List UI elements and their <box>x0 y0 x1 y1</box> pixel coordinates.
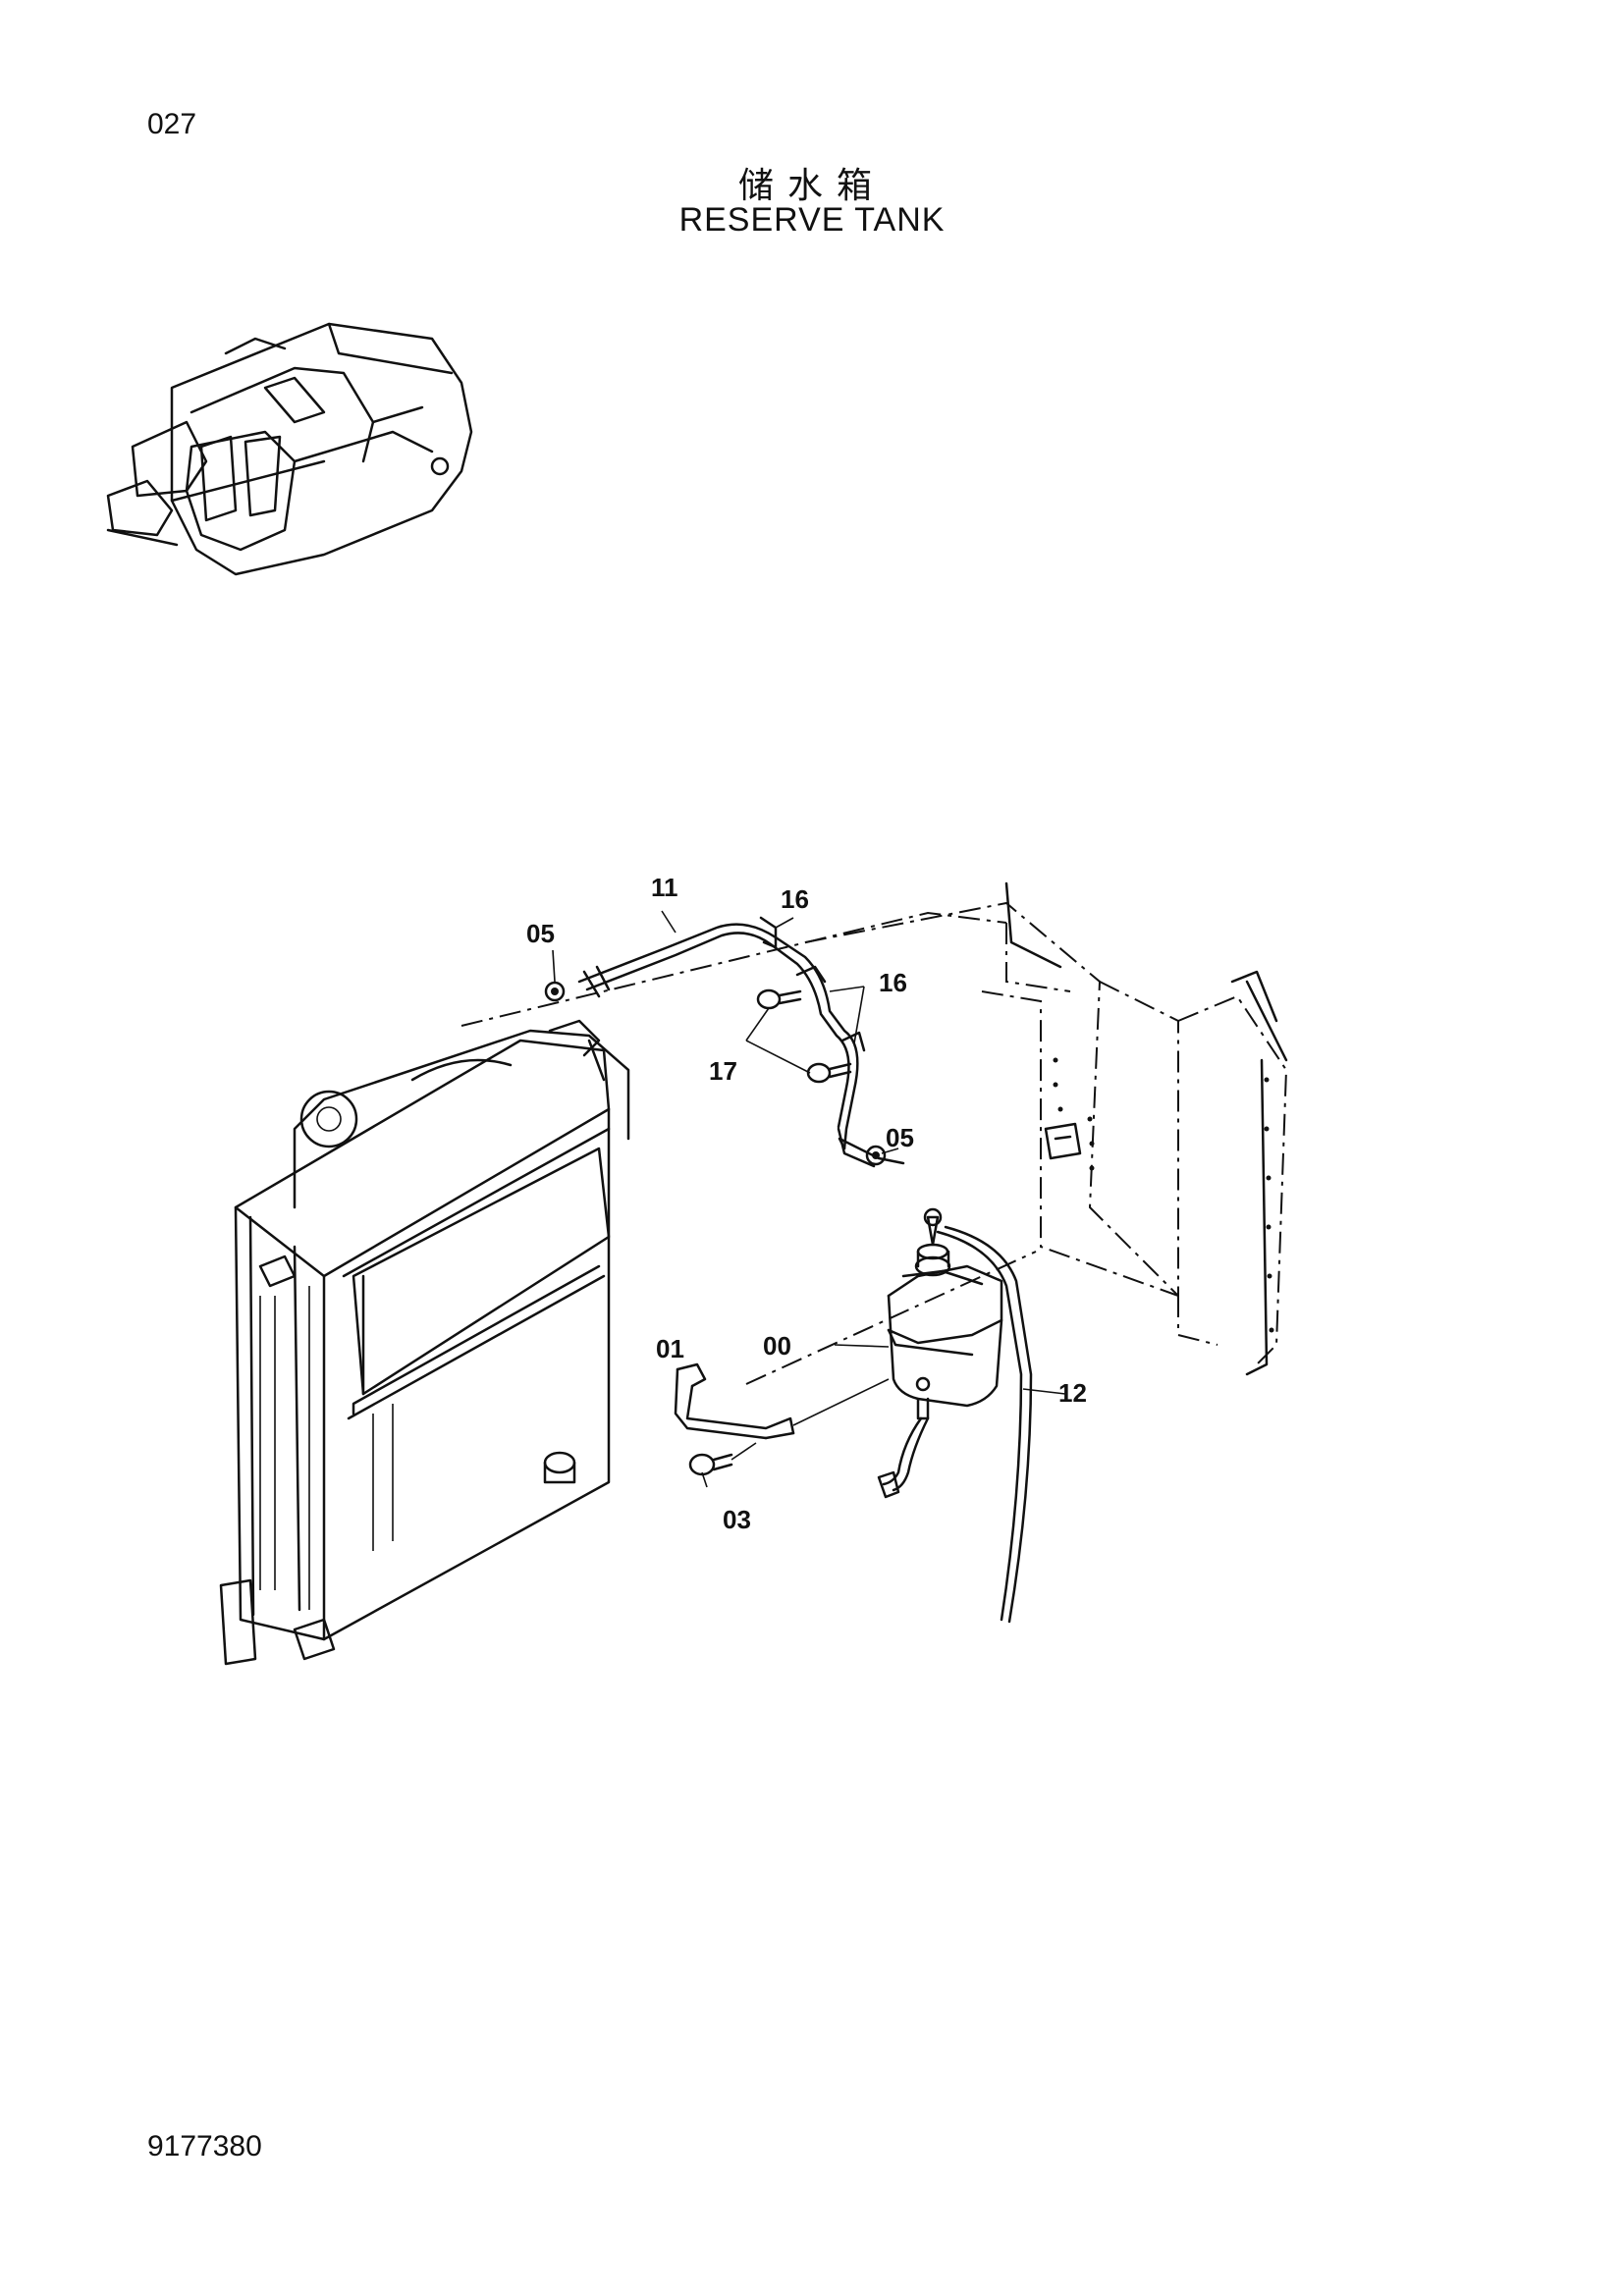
leader-lines <box>552 910 1066 1488</box>
callout-16-upper: 16 <box>781 884 809 914</box>
excavator-overview-sketch <box>106 322 473 576</box>
bolt-17 <box>756 988 852 1084</box>
bolt-03 <box>688 1442 757 1476</box>
hose-12 <box>936 1225 1033 1624</box>
title-english: RESERVE TANK <box>678 201 946 239</box>
bracket-01 <box>674 1362 890 1440</box>
radiator-assembly <box>219 1019 630 1666</box>
callout-17: 17 <box>709 1056 737 1086</box>
callout-05-upper: 05 <box>526 919 555 948</box>
frame-panel <box>460 881 1288 1385</box>
clamp-05 <box>544 981 887 1166</box>
reserve-tank <box>877 1207 1003 1499</box>
callout-03: 03 <box>723 1505 751 1534</box>
title-chinese: 储水箱 <box>737 166 886 206</box>
page-number: 027 <box>147 108 197 140</box>
callout-05-lower: 05 <box>886 1123 914 1152</box>
callout-00: 00 <box>763 1331 791 1361</box>
document-number: 9177380 <box>147 2130 262 2163</box>
callout-11: 11 <box>651 873 678 902</box>
hose-11 <box>577 923 905 1168</box>
clip-16 <box>759 916 866 1052</box>
callout-12: 12 <box>1058 1378 1087 1408</box>
callout-01: 01 <box>656 1334 684 1363</box>
callout-16-lower: 16 <box>879 968 907 997</box>
